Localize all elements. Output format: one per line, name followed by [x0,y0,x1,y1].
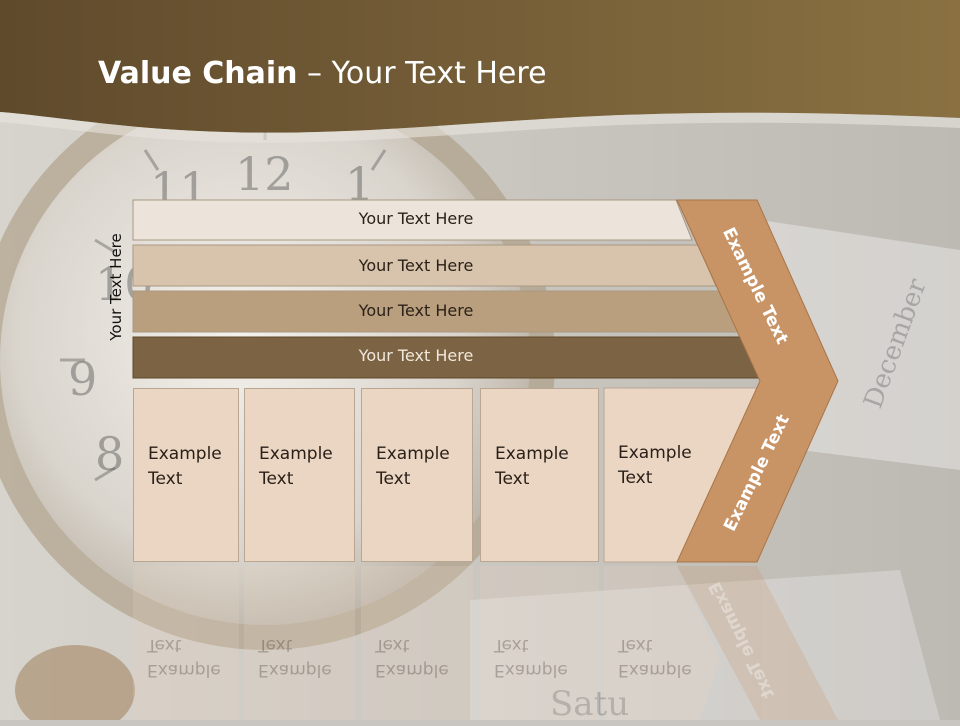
activity-box-5-text: Example Text [618,441,692,491]
activity-box-3-line2: Text [376,469,411,489]
activity-box-1-text: Example Text [148,442,222,492]
activity-box-5-line2: Text [618,468,653,488]
activity-box-1-reflection: Example Text [133,570,239,700]
reflection-5-line1: Example [618,660,692,680]
reflection-2-line2: Text [258,635,293,655]
activity-box-2-line1: Example [259,444,333,464]
reflection-1-line2: Text [147,635,182,655]
activity-box-1-reflection-text: Example Text [147,632,221,682]
activity-box-2: Example Text [244,388,355,562]
activity-box-2-text: Example Text [259,442,333,492]
bar-3-label: Your Text Here [358,301,474,320]
activity-box-4-reflection-text: Example Text [494,632,568,682]
activity-box-2-line2: Text [259,469,294,489]
activity-box-4-text: Example Text [495,442,569,492]
activity-box-2-reflection: Example Text [244,570,355,700]
activity-box-3-reflection-text: Example Text [375,632,449,682]
activity-box-2-reflection-text: Example Text [258,632,332,682]
title-rest: – Your Text Here [297,56,547,91]
reflection-3-line1: Example [375,660,449,680]
slide-title: Value Chain – Your Text Here [98,56,547,91]
activity-box-4: Example Text [480,388,599,562]
svg-text:9: 9 [68,352,97,406]
svg-text:8: 8 [95,427,124,481]
activity-box-3-text: Example Text [376,442,450,492]
title-bold: Value Chain [98,56,298,91]
chevron-shape [676,199,839,563]
reflection-4-line1: Example [494,660,568,680]
reflection-3-line2: Text [375,635,410,655]
activity-box-3: Example Text [361,388,473,562]
reflection-4-line2: Text [494,635,529,655]
bar-1-label: Your Text Here [358,209,474,228]
activity-box-1: Example Text [133,388,239,562]
reflection-1-line1: Example [147,660,221,680]
reflection-2-line1: Example [258,660,332,680]
bar-4-label: Your Text Here [358,346,474,365]
bar-1-shape [132,199,693,241]
side-label: Your Text Here [107,233,125,341]
activity-box-5-reflection: Example Text [604,570,694,700]
activity-box-4-line1: Example [495,444,569,464]
activity-box-5-line1: Example [618,443,692,463]
activity-box-4-reflection: Example Text [480,570,599,700]
activity-box-1-line2: Text [148,469,183,489]
activity-box-5-reflection-text: Example Text [618,632,692,682]
activity-box-4-line2: Text [495,469,530,489]
reflection-5-line2: Text [618,635,653,655]
svg-text:12: 12 [235,147,294,201]
activity-box-1-line1: Example [148,444,222,464]
activity-box-3-line1: Example [376,444,450,464]
activity-box-3-reflection: Example Text [361,570,473,700]
bar-2-label: Your Text Here [358,256,474,275]
activity-box-5: Example Text [604,388,692,562]
svg-text:Satu: Satu [550,684,629,720]
